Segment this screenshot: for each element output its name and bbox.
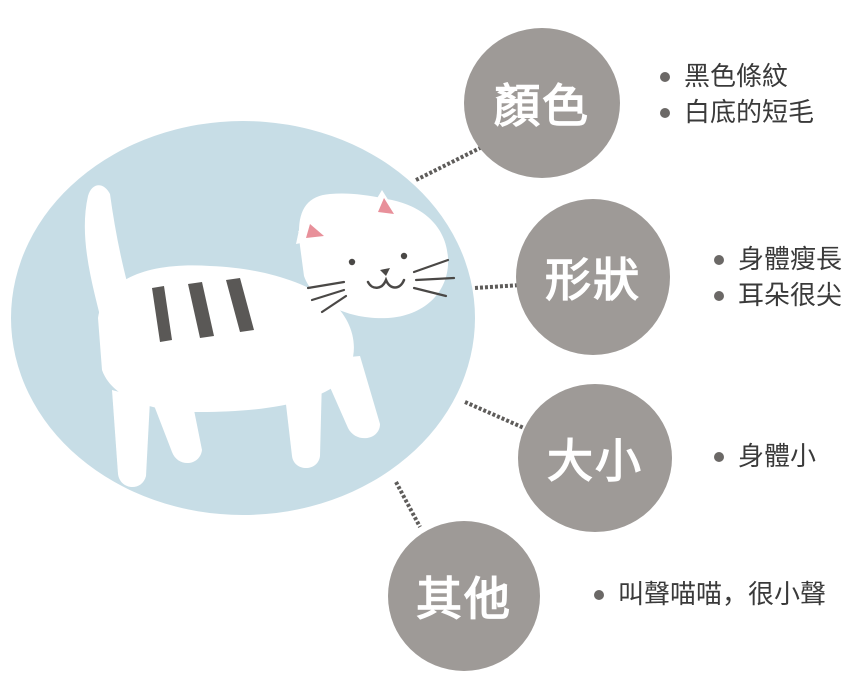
node-color: 顏色 <box>464 28 620 178</box>
note-text: 叫聲喵喵，很小聲 <box>618 580 827 610</box>
bullet-icon <box>660 72 670 82</box>
cat-hind-leg-back <box>112 390 150 488</box>
bullet-icon <box>714 452 724 462</box>
note-item: 黑色條紋 <box>660 59 814 95</box>
cat-stripe-2 <box>188 282 214 338</box>
cat-ear-left-inner <box>306 224 324 238</box>
node-size-label: 大小 <box>547 434 643 488</box>
cat-eye-left <box>348 258 356 266</box>
note-text: 身體小 <box>738 442 817 472</box>
cat-illustration <box>84 185 456 488</box>
note-item: 耳朵很尖 <box>714 278 842 314</box>
cat-mouth <box>366 276 406 289</box>
note-text: 身體瘦長 <box>738 245 843 275</box>
node-other-label: 其他 <box>416 572 512 626</box>
connector-size <box>464 400 525 430</box>
notes-size: 身體小 <box>714 439 816 475</box>
connector-color <box>415 145 483 182</box>
node-size: 大小 <box>518 384 672 532</box>
node-shape: 形狀 <box>516 199 670 355</box>
note-item: 白底的短毛 <box>660 95 814 131</box>
note-item: 叫聲喵喵，很小聲 <box>594 577 826 613</box>
cat-nose <box>380 268 390 276</box>
cat-stripe-3 <box>226 278 254 332</box>
node-other: 其他 <box>388 521 540 671</box>
notes-shape: 身體瘦長 耳朵很尖 <box>714 242 842 314</box>
note-item: 身體小 <box>714 439 816 475</box>
bullet-icon <box>714 291 724 301</box>
bullet-icon <box>594 590 604 600</box>
cat-stripe-1 <box>152 286 172 342</box>
node-color-label: 顏色 <box>494 79 590 133</box>
node-shape-label: 形狀 <box>545 253 641 307</box>
cat-eye-right <box>400 252 408 260</box>
notes-color: 黑色條紋 白底的短毛 <box>660 59 814 131</box>
note-text: 白底的短毛 <box>684 98 815 128</box>
connector-other <box>394 481 422 528</box>
note-text: 耳朵很尖 <box>738 281 843 311</box>
cat-head <box>299 193 449 319</box>
connector-shape <box>474 283 522 290</box>
notes-other: 叫聲喵喵，很小聲 <box>594 577 826 613</box>
bullet-icon <box>660 108 670 118</box>
note-item: 身體瘦長 <box>714 242 842 278</box>
cat-ear-right-inner <box>378 198 394 214</box>
bullet-icon <box>714 255 724 265</box>
note-text: 黑色條紋 <box>684 62 789 92</box>
cat-whiskers <box>306 258 456 314</box>
